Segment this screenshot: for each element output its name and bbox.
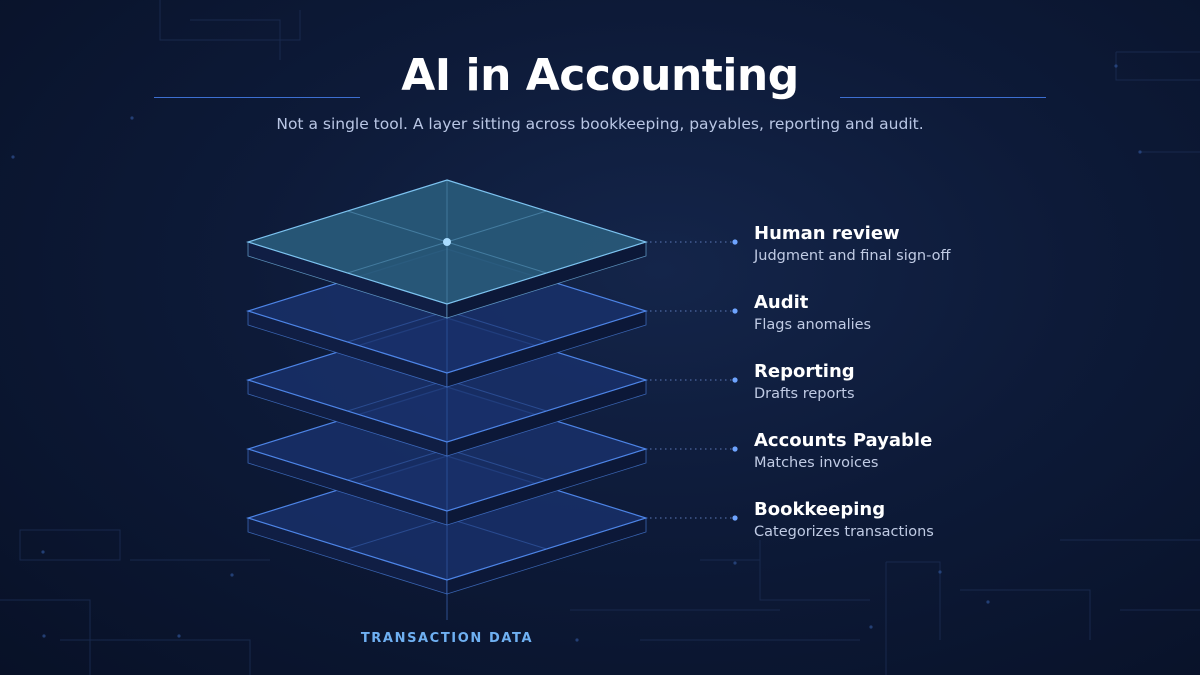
layer-label-reporting: Reporting Drafts reports xyxy=(754,361,855,404)
layer-title: Reporting xyxy=(754,361,855,382)
title-rule-left xyxy=(154,97,360,98)
connector-dot xyxy=(732,239,738,245)
page-title: AI in Accounting xyxy=(401,50,799,101)
layer-label-accounts-payable: Accounts Payable Matches invoices xyxy=(754,430,932,473)
layer-description: Flags anomalies xyxy=(754,317,872,333)
connector-dot xyxy=(732,377,738,383)
layer-description: Judgment and final sign-off xyxy=(754,248,951,264)
layer-description: Drafts reports xyxy=(754,386,855,402)
layer-title: Audit xyxy=(754,292,809,313)
layer-title: Accounts Payable xyxy=(754,430,933,451)
layer-label-audit: Audit Flags anomalies xyxy=(754,292,871,335)
layer-description: Categorizes transactions xyxy=(754,524,934,540)
connector-dot xyxy=(732,308,738,314)
page-subtitle: Not a single tool. A layer sitting acros… xyxy=(276,115,924,133)
base-label: TRANSACTION DATA xyxy=(360,631,534,646)
connector-dot xyxy=(732,446,738,452)
layer-title: Human review xyxy=(754,223,900,244)
layer-title: Bookkeeping xyxy=(754,499,886,520)
layer-label-bookkeeping: Bookkeeping Categorizes transactions xyxy=(754,499,934,542)
layer-center-dot xyxy=(443,238,451,246)
layer-description: Matches invoices xyxy=(754,455,879,471)
title-rule-right xyxy=(840,97,1046,98)
connector-dot xyxy=(732,515,738,521)
layer-label-human-review: Human review Judgment and final sign-off xyxy=(754,223,950,266)
